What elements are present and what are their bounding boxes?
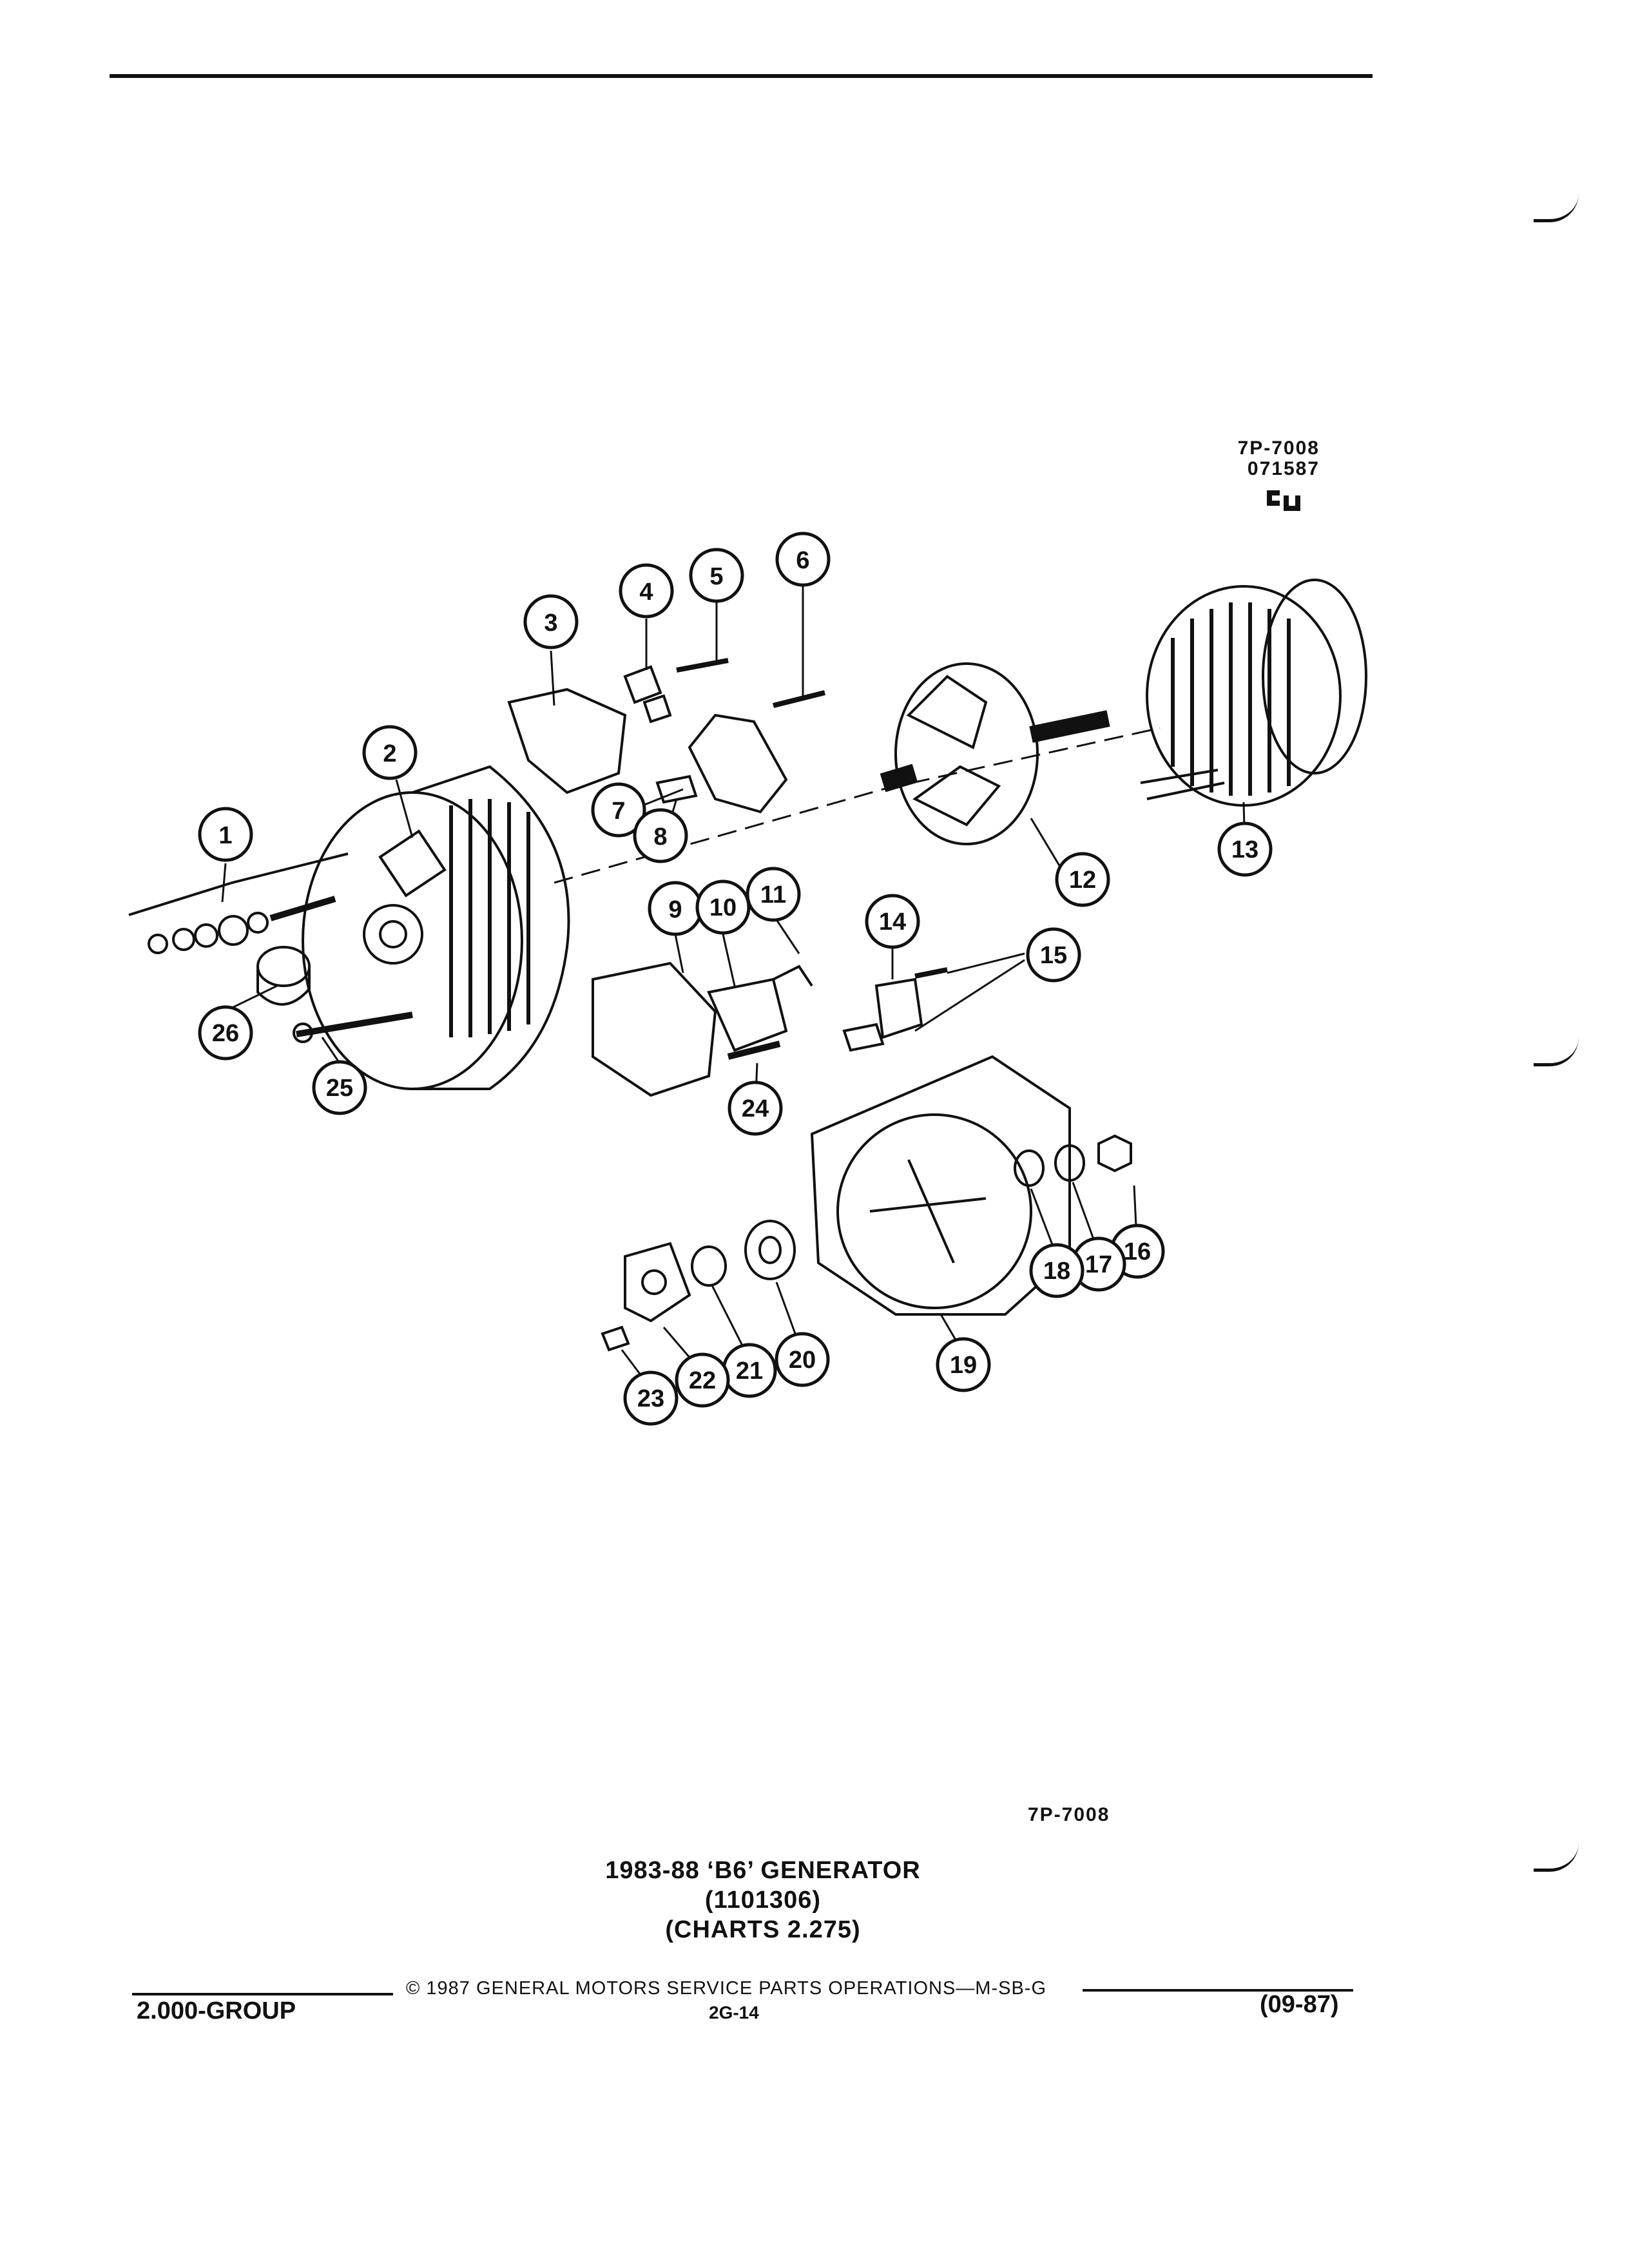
callout-12: 12 — [1055, 852, 1110, 907]
callout-9: 9 — [648, 881, 703, 936]
callout-26: 26 — [198, 1005, 253, 1061]
group-label: 2.000-GROUP — [137, 1997, 296, 2024]
figure-title-line1: 1983-88 ‘B6’ GENERATOR — [605, 1857, 921, 1884]
callout-4: 4 — [619, 563, 674, 619]
svg-text:13: 13 — [1231, 836, 1258, 863]
binder-mark — [1534, 1843, 1579, 1872]
svg-text:7: 7 — [612, 798, 625, 825]
svg-text:6: 6 — [796, 547, 809, 574]
callout-7: 7 — [591, 782, 646, 838]
svg-text:15: 15 — [1040, 942, 1067, 969]
figure-title-line3: (CHARTS 2.275) — [665, 1916, 861, 1943]
svg-text:4: 4 — [639, 579, 653, 606]
svg-text:16: 16 — [1124, 1238, 1151, 1265]
svg-text:17: 17 — [1085, 1251, 1112, 1278]
svg-text:10: 10 — [709, 894, 737, 921]
callout-10: 10 — [695, 879, 751, 935]
svg-text:25: 25 — [326, 1075, 353, 1102]
callout-2: 2 — [362, 725, 418, 780]
callout-8: 8 — [633, 808, 688, 863]
callout-5: 5 — [689, 548, 744, 603]
footer-rule-left — [132, 1993, 393, 1995]
callout-24: 24 — [728, 1081, 783, 1136]
svg-text:26: 26 — [212, 1020, 239, 1047]
svg-text:11: 11 — [760, 881, 786, 908]
callout-19: 19 — [936, 1337, 991, 1392]
illustration-code-line2: 071587 — [1247, 458, 1320, 479]
callout-11: 11 — [746, 867, 801, 922]
svg-text:1: 1 — [218, 822, 232, 849]
svg-text:22: 22 — [689, 1367, 716, 1394]
svg-text:18: 18 — [1043, 1258, 1070, 1285]
figure-reference: 7P-7008 — [1028, 1804, 1110, 1825]
callout-13: 13 — [1217, 822, 1273, 877]
copyright-notice: © 1987 GENERAL MOTORS SERVICE PARTS OPER… — [406, 1978, 1046, 1999]
binder-mark — [1534, 1037, 1579, 1066]
callout-25: 25 — [312, 1060, 367, 1115]
svg-text:8: 8 — [653, 823, 667, 850]
callout-1: 1 — [198, 807, 253, 862]
svg-text:9: 9 — [668, 896, 682, 923]
svg-text:23: 23 — [637, 1385, 664, 1412]
svg-text:24: 24 — [742, 1095, 769, 1122]
illustration-code-line1: 7P-7008 — [1237, 437, 1320, 459]
callout-23: 23 — [623, 1370, 679, 1426]
svg-text:2: 2 — [383, 740, 396, 767]
svg-text:12: 12 — [1069, 867, 1096, 894]
revision-date: (09-87) — [1260, 1991, 1339, 2018]
callout-6: 6 — [775, 532, 831, 587]
svg-text:14: 14 — [879, 908, 906, 936]
footer-rule-right — [1083, 1989, 1353, 1992]
callout-21: 21 — [722, 1343, 777, 1398]
callout-20: 20 — [775, 1332, 830, 1387]
illustration-code: 7P-7008 071587 — [1238, 438, 1320, 479]
callout-22: 22 — [675, 1352, 730, 1408]
page-number: 2G-14 — [709, 2003, 759, 2023]
callout-18: 18 — [1029, 1243, 1084, 1298]
figure-title-line2: (1101306) — [704, 1887, 822, 1914]
svg-text:5: 5 — [709, 563, 723, 590]
gm-logo-icon — [1263, 486, 1302, 524]
callout-3: 3 — [523, 594, 579, 649]
svg-text:21: 21 — [736, 1358, 763, 1385]
svg-text:20: 20 — [789, 1347, 816, 1374]
figure-title: 1983-88 ‘B6’ GENERATOR (1101306) (CHARTS… — [557, 1856, 969, 1945]
binder-mark — [1534, 193, 1579, 222]
top-rule — [110, 74, 1373, 78]
svg-text:19: 19 — [950, 1352, 977, 1379]
callout-15: 15 — [1026, 927, 1081, 983]
callout-14: 14 — [865, 894, 920, 949]
svg-text:3: 3 — [544, 610, 557, 637]
